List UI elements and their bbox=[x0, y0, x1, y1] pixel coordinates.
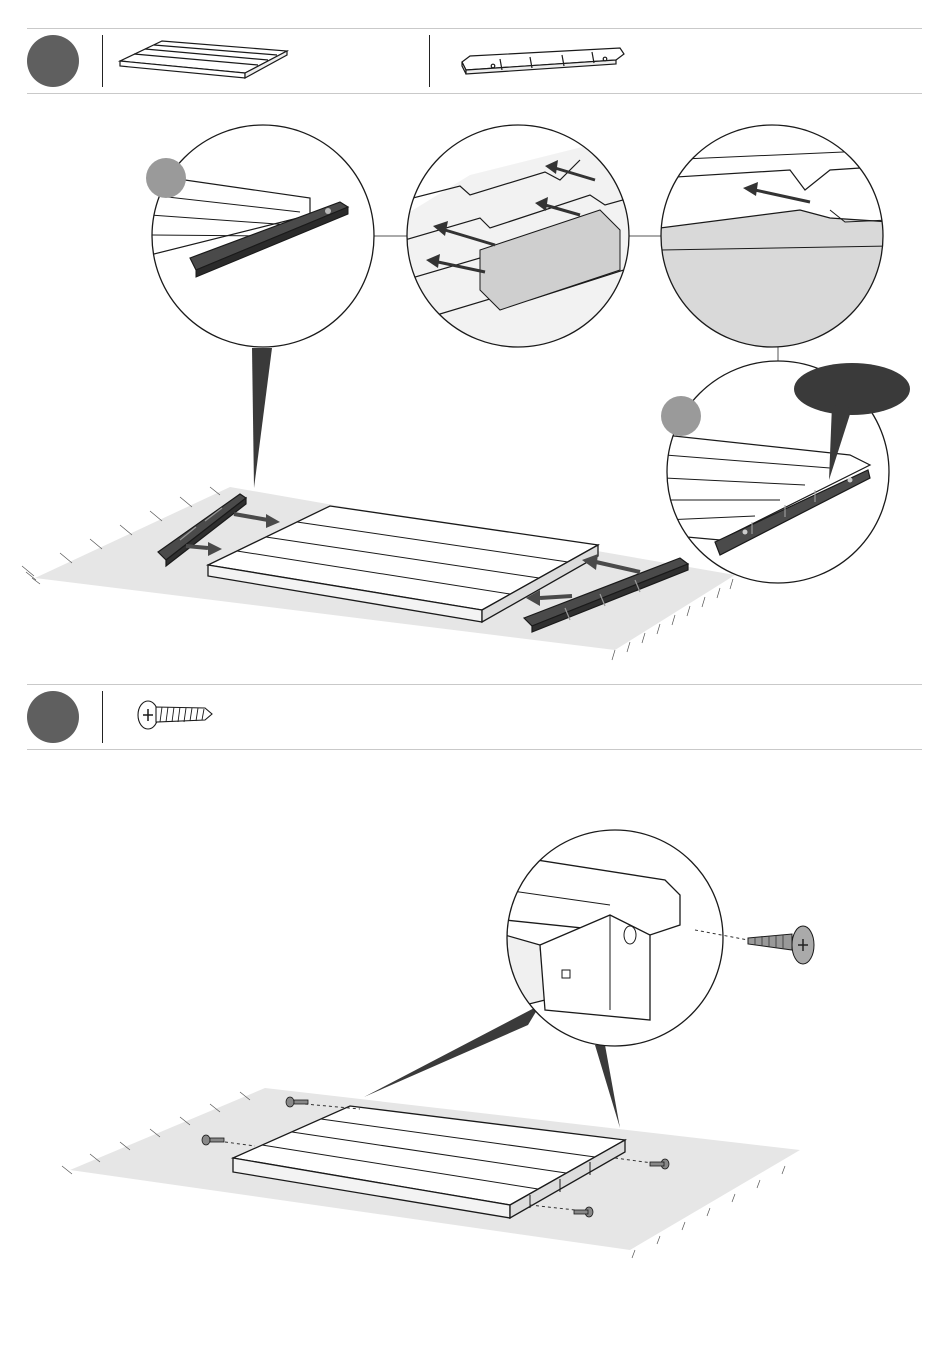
callout-circle-2 bbox=[405, 125, 635, 360]
screw-icon bbox=[138, 701, 212, 729]
note-bubble bbox=[794, 363, 910, 415]
zoom-pointer-2 bbox=[364, 1005, 540, 1097]
callout-circle-3 bbox=[660, 125, 890, 360]
callout-circle-1 bbox=[146, 125, 380, 355]
detail-marker-a bbox=[146, 158, 186, 198]
detail-marker-b bbox=[661, 396, 701, 436]
slatted-panel-icon bbox=[120, 41, 287, 78]
screw-detail-icon bbox=[748, 926, 814, 964]
zoom-pointer-1 bbox=[252, 348, 272, 488]
step-1-scene bbox=[22, 348, 735, 660]
step-2-scene bbox=[62, 1005, 800, 1258]
end-rail-icon bbox=[462, 48, 624, 74]
callout-circle-5 bbox=[505, 828, 814, 1048]
callout-circle-4 bbox=[661, 360, 910, 590]
